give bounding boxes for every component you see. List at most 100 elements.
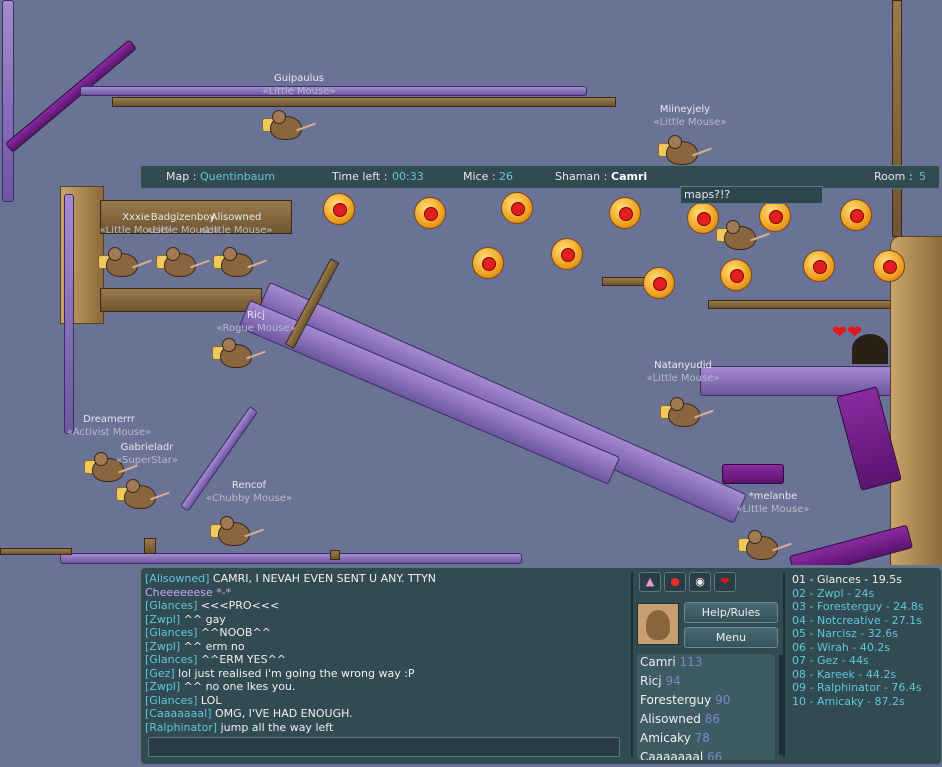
heart-icon-decoration: ❤❤ — [832, 322, 863, 343]
chat-line: [Ralphinator] jump all the way left — [145, 721, 630, 735]
mouse-hole[interactable] — [852, 334, 888, 364]
list-item[interactable]: Foresterguy 90 — [640, 693, 731, 707]
shaman-label: Shaman : — [555, 170, 608, 183]
list-item: 03 - Foresterguy - 24.8s — [792, 600, 924, 613]
dress-icon[interactable]: ▲ — [639, 572, 661, 592]
player-title: «Little Mouse» — [199, 225, 273, 236]
list-item: 01 - Glances - 19.5s — [792, 573, 902, 586]
speech-bubble: maps?!? — [680, 186, 823, 204]
mouse-rencof[interactable] — [210, 514, 264, 546]
chat-line: [Glances] ^^ERM YES^^ — [145, 653, 630, 667]
chat-user[interactable]: [Glances] — [145, 693, 201, 707]
mouse-gabrieladr[interactable] — [116, 477, 170, 509]
left-floor-stub — [0, 548, 72, 555]
ball-12[interactable] — [873, 250, 905, 282]
upper-left-plank — [100, 200, 292, 234]
map-label: Map : — [166, 170, 197, 183]
heart-icon[interactable]: ❤ — [714, 572, 736, 592]
player-title: «Little Mouse» — [736, 504, 810, 515]
mice-value: 26 — [499, 170, 513, 183]
bottom-panel — [140, 567, 942, 765]
ball-10[interactable] — [720, 259, 752, 291]
list-item[interactable]: Ricj 94 — [640, 674, 681, 688]
player-list-scrollbar[interactable] — [779, 655, 783, 755]
chat-log: [Alisowned] CAMRI, I NEVAH EVEN SENT U A… — [145, 572, 630, 736]
room-label: Room : — [874, 170, 913, 183]
chat-message: LOL — [200, 693, 222, 707]
chat-message: jump all the way left — [220, 720, 334, 734]
floor-post-1 — [144, 538, 156, 554]
floor-post-2 — [330, 550, 340, 560]
ball-9[interactable] — [551, 238, 583, 270]
menu-button[interactable]: Menu — [684, 627, 778, 648]
help-rules-button[interactable]: Help/Rules — [684, 602, 778, 623]
chat-user[interactable]: [Glances] — [145, 626, 201, 639]
chat-user[interactable]: [Zwpl] — [145, 639, 184, 653]
chat-user[interactable]: [Glances] — [145, 599, 201, 612]
mouse-guipaulus[interactable] — [262, 108, 316, 140]
ball-7[interactable] — [840, 199, 872, 231]
mouse-melanbe[interactable] — [738, 528, 792, 560]
ball-4[interactable] — [609, 197, 641, 229]
list-item[interactable]: Alisowned 86 — [640, 712, 720, 726]
chat-user[interactable]: [Glances] — [145, 653, 201, 666]
list-item: 06 - Wirah - 40.2s — [792, 640, 891, 654]
list-item: 07 - Gez - 44s — [792, 654, 869, 667]
top-tube-beam — [80, 86, 587, 96]
ball-8[interactable] — [472, 247, 504, 279]
player-title: «Little Mouse» — [653, 117, 727, 128]
player-name: Natanyudid — [654, 360, 712, 371]
right-rock-wall — [890, 236, 942, 565]
player-name: Alisowned — [210, 212, 262, 223]
avatar[interactable] — [637, 603, 679, 645]
chat-line: [Caaaaaaal] OMG, I'VE HAD ENOUGH. — [145, 707, 630, 721]
ball-1[interactable] — [323, 193, 355, 225]
player-title: «Rogue Mouse» — [216, 323, 296, 334]
ball-13[interactable] — [643, 267, 675, 299]
chat-message: CAMRI, I NEVAH EVEN SENT U ANY. TTYN — [212, 572, 437, 585]
right-lower-plank — [708, 300, 892, 309]
mouse-natanyudid[interactable] — [660, 395, 714, 427]
player-name: Gabrieladr — [120, 442, 174, 453]
chat-user[interactable]: [Gez] — [145, 666, 179, 680]
game-scene[interactable]: ❤❤ Guipaulus «Little Mouse» Miineyjely «… — [0, 0, 942, 565]
ball-11[interactable] — [803, 250, 835, 282]
chat-user[interactable]: [Zwpl] — [145, 680, 184, 693]
mouse-dreamerrr[interactable] — [84, 450, 138, 482]
mouse-alisowned[interactable] — [213, 245, 267, 277]
ball-3[interactable] — [501, 192, 533, 224]
chat-user[interactable]: [Caaaaaaal] — [145, 707, 216, 720]
list-item[interactable]: Camri 113 — [640, 655, 703, 669]
right-vertical-pole — [892, 0, 902, 237]
ball-6[interactable] — [759, 200, 791, 232]
chat-user[interactable]: [Alisowned] — [145, 572, 213, 585]
chat-message: ^^NOOB^^ — [200, 626, 271, 639]
ball-5[interactable] — [687, 202, 719, 234]
time-value: 00:33 — [392, 170, 424, 183]
mouse-xxxie[interactable] — [98, 245, 152, 277]
top-wood-plank — [112, 97, 616, 107]
chat-line: [Zwpl] ^^ no one lkes you. — [145, 680, 630, 694]
shaman-icon[interactable]: ● — [664, 572, 686, 592]
chat-input[interactable] — [148, 737, 620, 757]
chat-message: Cheeeeeese *-* — [145, 585, 232, 599]
ball-2[interactable] — [414, 197, 446, 229]
player-title: «SuperStar» — [115, 455, 179, 466]
player-title: «Activist Mouse» — [66, 427, 152, 438]
mouse-badgizenboy[interactable] — [156, 245, 210, 277]
mouse-ricj[interactable] — [212, 336, 266, 368]
room-value: 5 — [919, 170, 926, 183]
shaman-value: Camri — [611, 170, 648, 183]
chat-message: ^^ gay — [183, 612, 226, 626]
chat-line: [Zwpl] ^^ gay — [145, 613, 630, 627]
chat-user[interactable]: [Zwpl] — [145, 612, 184, 626]
player-name: Rencof — [231, 480, 267, 491]
list-item[interactable]: Amicaky 78 — [640, 731, 710, 745]
chat-user[interactable]: [Ralphinator] — [145, 720, 221, 734]
mouse-miineyjely[interactable] — [658, 133, 712, 165]
mouse-shaman[interactable] — [716, 218, 770, 250]
list-item[interactable]: Caaaaaaal 66 — [640, 750, 723, 760]
mouse-face-icon[interactable]: ◉ — [689, 572, 711, 592]
player-title: «Chubby Mouse» — [206, 493, 292, 504]
chat-line: [Alisowned] CAMRI, I NEVAH EVEN SENT U A… — [145, 572, 630, 586]
